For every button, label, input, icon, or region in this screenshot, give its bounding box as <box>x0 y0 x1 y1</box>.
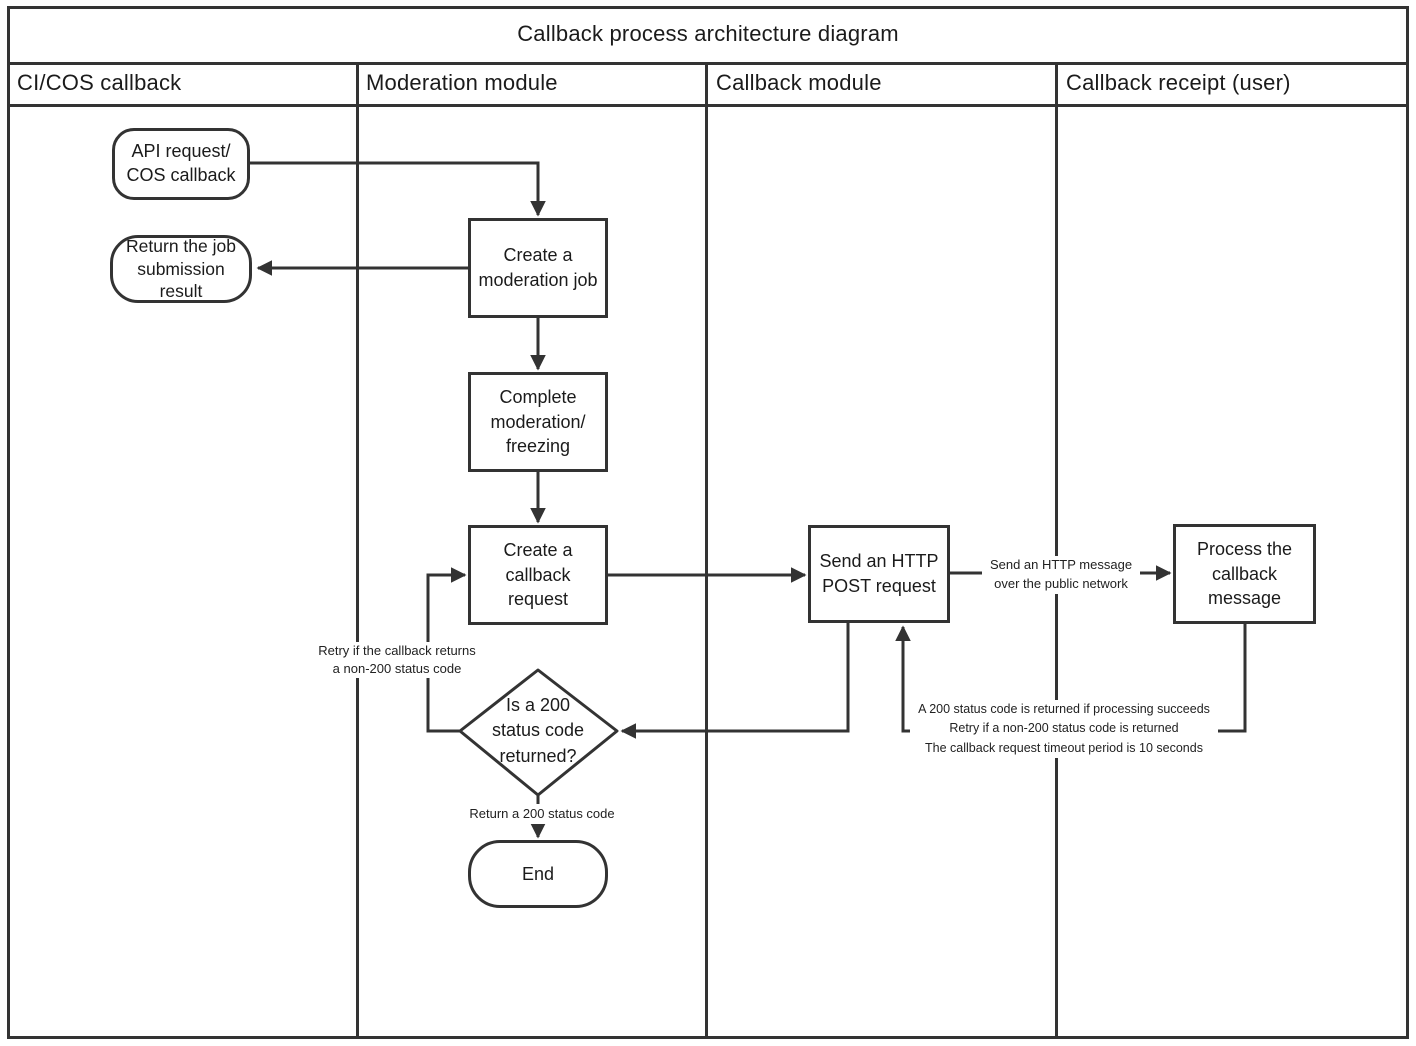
lane-divider-3 <box>1055 62 1058 1037</box>
edge-http-post-to-decision <box>620 623 850 739</box>
diagram-title: Callback process architecture diagram <box>517 21 899 46</box>
node-create-moderation-job: Create a moderation job <box>468 218 608 318</box>
edge-label-http-message: Send an HTTP message over the public net… <box>982 556 1140 594</box>
edge-label-callback-notes: A 200 status code is returned if process… <box>910 700 1218 759</box>
node-api-request: API request/ COS callback <box>112 128 250 200</box>
header-separator <box>7 104 1409 107</box>
lane-header-ci-cos-callback: CI/COS callback <box>17 70 182 95</box>
title-separator <box>7 62 1409 65</box>
lane-divider-2 <box>705 62 708 1037</box>
edge-label-retry-loop: Retry if the callback returns a non-200 … <box>312 642 482 679</box>
node-end: End <box>468 840 608 908</box>
node-create-callback-request: Create a callback request <box>468 525 608 625</box>
diagram-border <box>7 6 1409 1039</box>
node-return-job-result: Return the job submission result <box>110 235 252 303</box>
node-process-callback-message: Process the callback message <box>1173 524 1316 624</box>
edge-label-return-200: Return a 200 status code <box>460 804 624 824</box>
node-complete-moderation: Complete moderation/ freezing <box>468 372 608 472</box>
edge-api-to-create-job <box>250 161 546 217</box>
decision-diamond-shape <box>458 668 619 797</box>
lane-header-callback-module: Callback module <box>716 70 882 95</box>
lane-header-moderation-module: Moderation module <box>366 70 558 95</box>
node-decision-status-200: Is a 200 status code returned? <box>491 695 585 766</box>
lane-divider-1 <box>356 62 359 1037</box>
node-send-http-post: Send an HTTP POST request <box>808 525 950 623</box>
lane-header-callback-receipt: Callback receipt (user) <box>1066 70 1291 95</box>
